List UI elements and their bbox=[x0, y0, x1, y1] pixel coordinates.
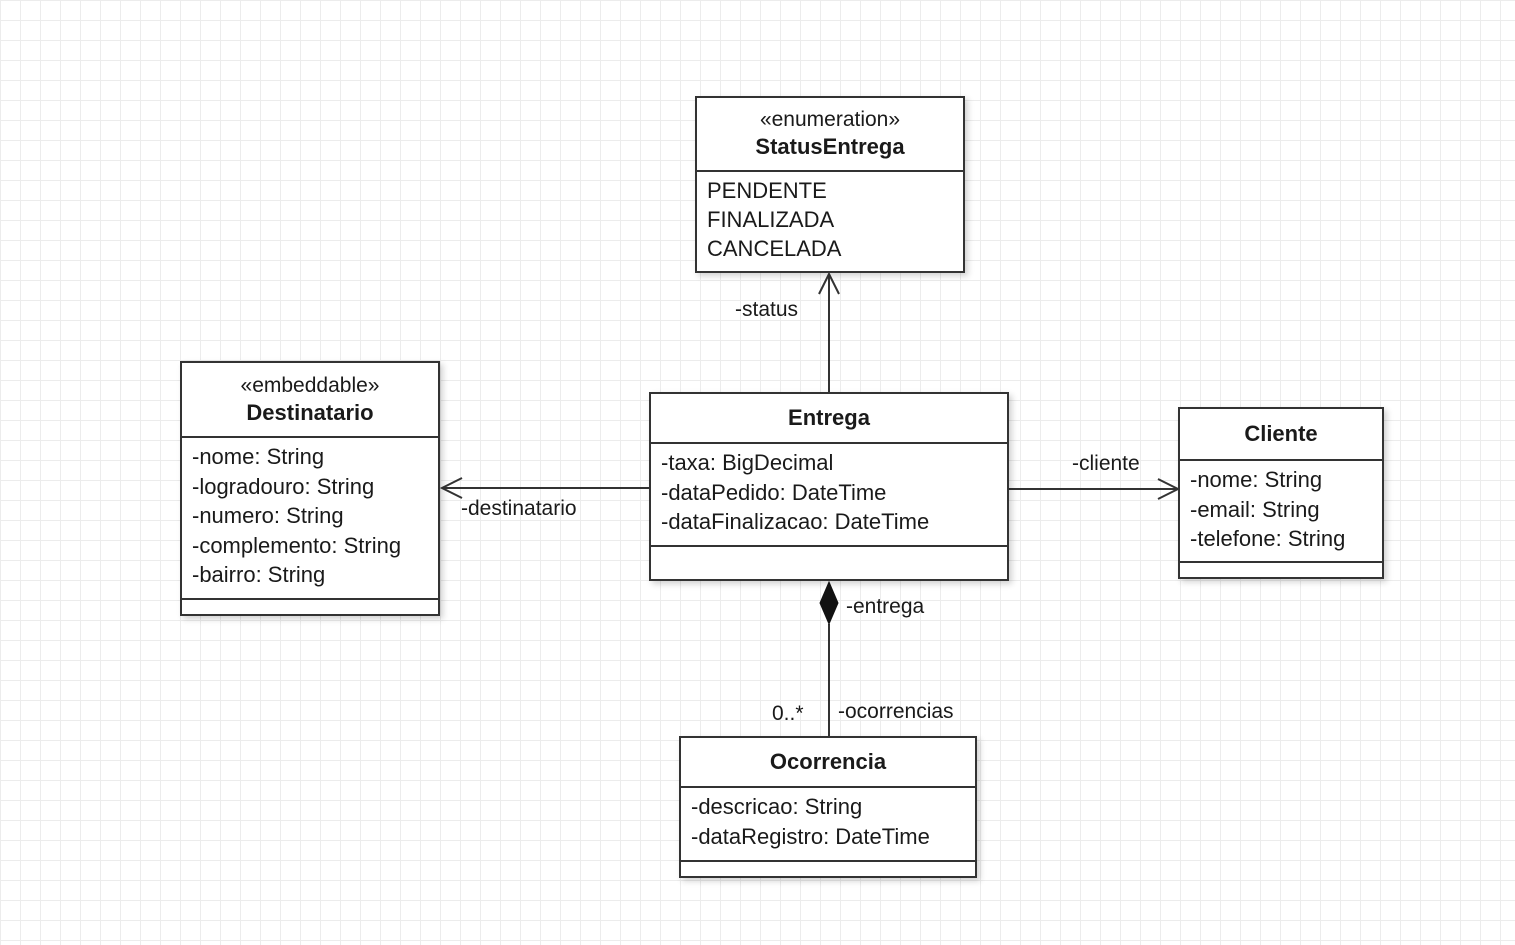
ocorrencias-role-label: -ocorrencias bbox=[838, 700, 954, 723]
attribute: -nome: String bbox=[192, 444, 325, 469]
stereotype-label: «embeddable» bbox=[240, 373, 380, 397]
class-header: Cliente bbox=[1180, 409, 1382, 461]
class-name: Entrega bbox=[788, 405, 870, 430]
enum-literal: CANCELADA bbox=[707, 236, 842, 261]
ocorrencias-multiplicity-label: 0..* bbox=[772, 702, 804, 725]
status-arrowhead bbox=[818, 271, 840, 295]
class-ocorrencia[interactable]: Ocorrencia -descricao: String -dataRegis… bbox=[679, 736, 977, 878]
stereotype-label: «enumeration» bbox=[759, 108, 901, 131]
attribute-compartment: -nome: String -email: String -telefone: … bbox=[1180, 461, 1382, 563]
class-entrega[interactable]: Entrega -taxa: BigDecimal -dataPedido: D… bbox=[649, 392, 1009, 581]
entrega-role-label: -entrega bbox=[846, 595, 925, 618]
composition-diamond bbox=[819, 580, 839, 626]
attribute: -email: String bbox=[1190, 496, 1320, 522]
destinatario-role-label: -destinatario bbox=[461, 497, 577, 520]
cliente-role-label: -cliente bbox=[1072, 452, 1140, 475]
attribute: -taxa: BigDecimal bbox=[661, 450, 834, 475]
attribute: -logradouro: String bbox=[192, 473, 375, 499]
attribute: -dataPedido: DateTime bbox=[661, 479, 887, 505]
attribute-compartment: -nome: String -logradouro: String -numer… bbox=[182, 438, 438, 600]
status-role-label: -status bbox=[735, 298, 799, 321]
attribute: -bairro: String bbox=[192, 562, 326, 587]
class-name: Cliente bbox=[1244, 421, 1318, 446]
attribute-compartment: -descricao: String -dataRegistro: DateTi… bbox=[681, 788, 975, 862]
class-name: Destinatario bbox=[246, 399, 374, 425]
class-cliente[interactable]: Cliente -nome: String -email: String -te… bbox=[1178, 407, 1384, 579]
attribute: -descricao: String bbox=[691, 794, 863, 819]
enum-literal: FINALIZADA bbox=[707, 207, 835, 232]
attribute: -dataRegistro: DateTime bbox=[691, 823, 930, 849]
class-header: «embeddable» Destinatario bbox=[182, 363, 438, 438]
attribute: -dataFinalizacao: DateTime bbox=[661, 509, 930, 534]
attribute: -nome: String bbox=[1190, 467, 1323, 492]
class-status-entrega[interactable]: «enumeration» StatusEntrega PENDENTE FIN… bbox=[695, 96, 965, 273]
attribute-compartment: -taxa: BigDecimal -dataPedido: DateTime … bbox=[651, 444, 1007, 547]
attribute: -numero: String bbox=[192, 503, 344, 528]
class-destinatario[interactable]: «embeddable» Destinatario -nome: String … bbox=[180, 361, 440, 616]
attribute: -telefone: String bbox=[1190, 526, 1346, 551]
destinatario-arrowhead bbox=[439, 477, 463, 499]
enum-literal: PENDENTE bbox=[707, 178, 827, 203]
class-header: Ocorrencia bbox=[681, 738, 975, 788]
class-name: Ocorrencia bbox=[769, 749, 887, 774]
class-header: Entrega bbox=[651, 394, 1007, 444]
class-name: StatusEntrega bbox=[755, 134, 905, 159]
attribute: -complemento: String bbox=[192, 532, 402, 558]
enum-literals: PENDENTE FINALIZADA CANCELADA bbox=[697, 172, 963, 269]
class-header: «enumeration» StatusEntrega bbox=[697, 98, 963, 172]
